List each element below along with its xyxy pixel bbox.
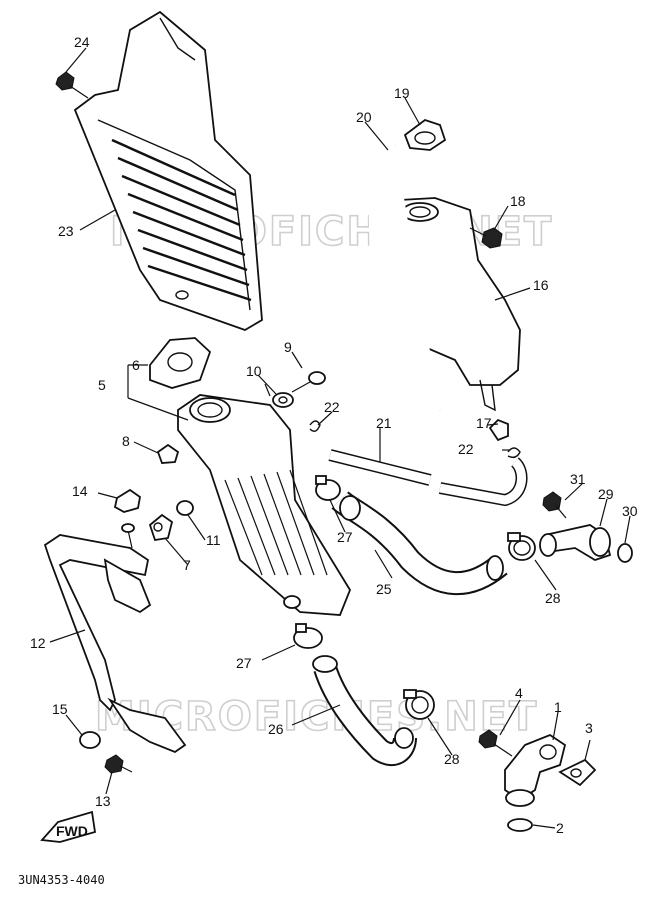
callout-27b: 27	[236, 655, 252, 671]
callout-1: 1	[554, 699, 562, 715]
bolt-18	[469, 227, 503, 249]
grommet-14	[113, 488, 141, 513]
callout-18: 18	[510, 193, 526, 209]
radiator-cover	[73, 10, 263, 331]
callout-25: 25	[376, 581, 392, 597]
callout-26: 26	[268, 721, 284, 737]
collar-15	[79, 731, 101, 749]
callout-19: 19	[394, 85, 410, 101]
fwd-arrow: FWD	[40, 810, 97, 843]
callout-31: 31	[570, 471, 586, 487]
callout-23: 23	[58, 223, 74, 239]
gasket-3	[558, 758, 597, 787]
cap-19	[403, 118, 447, 151]
callout-14: 14	[72, 483, 88, 499]
callout-20: 20	[356, 109, 372, 125]
bolt-4	[478, 729, 513, 757]
clamp-27-lower	[293, 623, 323, 649]
callout-4: 4	[515, 685, 523, 701]
radiator-cap-6	[149, 337, 212, 389]
callout-16: 16	[533, 277, 549, 293]
clamp-28-right	[507, 532, 536, 561]
clip-22b	[507, 447, 521, 459]
callout-13: 13	[95, 793, 111, 809]
callout-5: 5	[98, 377, 106, 393]
callout-10: 10	[246, 363, 262, 379]
callout-29: 29	[598, 486, 614, 502]
joint-29	[539, 524, 612, 561]
callout-28b: 28	[444, 751, 460, 767]
callout-8: 8	[122, 433, 130, 449]
callout-9: 9	[284, 339, 292, 355]
clamp-27-upper	[315, 475, 341, 501]
grommet-8	[156, 443, 180, 464]
part-number: 3UN4353-4040	[18, 873, 105, 887]
bolt-9	[291, 371, 326, 393]
callout-6: 6	[132, 357, 140, 373]
callout-22a: 22	[324, 399, 340, 415]
washer-10	[272, 392, 294, 408]
bracket-12	[43, 523, 187, 754]
callout-27a: 27	[337, 529, 353, 545]
bolt-13	[104, 754, 133, 774]
callout-12: 12	[30, 635, 46, 651]
callout-2: 2	[556, 820, 564, 836]
grommet-11	[176, 500, 194, 516]
callout-17: 17	[476, 415, 492, 431]
bolt-24	[55, 71, 89, 99]
callout-21: 21	[376, 415, 392, 431]
callout-28a: 28	[545, 590, 561, 606]
callout-7: 7	[183, 557, 191, 573]
callout-24: 24	[74, 34, 90, 50]
callout-3: 3	[585, 720, 593, 736]
grommet-17	[488, 418, 509, 442]
o-ring-30	[617, 543, 633, 563]
fwd-label: FWD	[56, 823, 88, 839]
callout-15: 15	[52, 701, 68, 717]
clamp-28-lower	[403, 689, 435, 720]
callout-11: 11	[206, 532, 221, 548]
elbow-joint-1	[504, 733, 567, 807]
clip-22a	[309, 420, 321, 432]
bolt-31	[542, 491, 567, 519]
o-ring-2	[507, 818, 533, 832]
grommet-7	[148, 513, 174, 542]
callout-30: 30	[622, 503, 638, 519]
callout-22b: 22	[458, 441, 474, 457]
radiator	[177, 394, 352, 616]
